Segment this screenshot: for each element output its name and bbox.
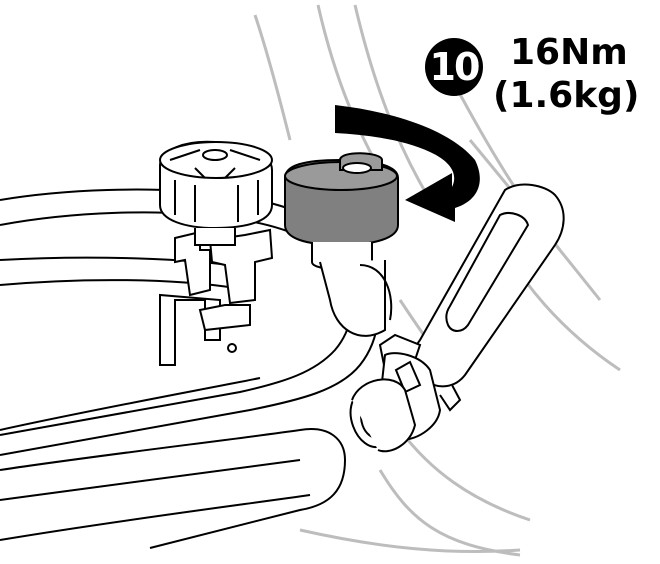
- torque-value-nm: 16Nm: [510, 32, 628, 73]
- adjustment-knob: [159, 140, 273, 246]
- clamp-bracket: [159, 228, 274, 366]
- quick-release-lever: [349, 183, 565, 453]
- torque-value-kg: (1.6kg): [493, 75, 640, 116]
- torque-knob: [284, 152, 399, 337]
- step-number-badge: 10: [425, 38, 483, 96]
- rotation-arrow-icon: [335, 105, 480, 222]
